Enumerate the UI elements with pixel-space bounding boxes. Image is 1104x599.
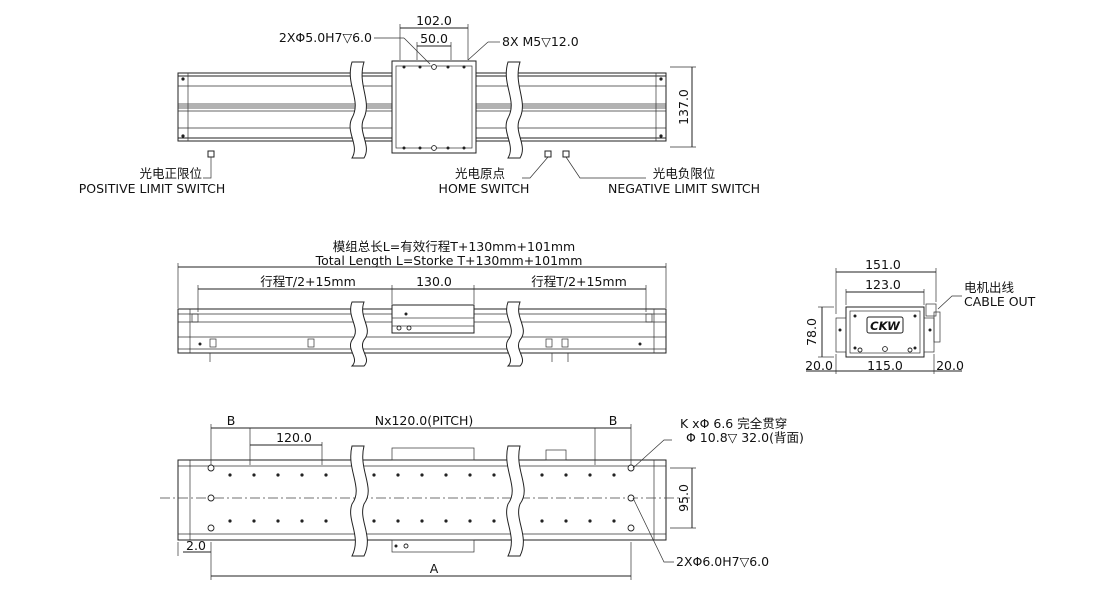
dim-a: A bbox=[430, 561, 439, 576]
mount-hole bbox=[228, 473, 232, 477]
dim-151: 151.0 bbox=[865, 257, 901, 272]
mount-hole bbox=[420, 473, 424, 477]
mount-holes-row-top bbox=[228, 473, 616, 477]
cable-out-en: CABLE OUT bbox=[964, 294, 1036, 309]
ckw-logo: CKW bbox=[870, 319, 901, 333]
mount-hole bbox=[276, 519, 280, 523]
dim-b-left: B bbox=[227, 413, 236, 428]
mount-hole bbox=[396, 473, 400, 477]
mount-hole bbox=[540, 473, 544, 477]
dim-b-right: B bbox=[609, 413, 618, 428]
dim-2: 2.0 bbox=[186, 538, 206, 553]
carriage-dim: 130.0 bbox=[416, 274, 452, 289]
mount-hole bbox=[396, 519, 400, 523]
stroke-left: 行程T/2+15mm bbox=[260, 274, 356, 289]
mount-hole bbox=[420, 519, 424, 523]
mount-hole bbox=[252, 473, 256, 477]
mount-hole bbox=[324, 473, 328, 477]
mount-hole bbox=[588, 519, 592, 523]
dim-50: 50.0 bbox=[420, 31, 448, 46]
callout-dowel-top: 2XΦ5.0H7▽6.0 bbox=[279, 30, 372, 45]
mount-hole bbox=[540, 519, 544, 523]
mount-hole bbox=[468, 473, 472, 477]
mount-hole bbox=[300, 519, 304, 523]
mount-hole bbox=[228, 519, 232, 523]
stroke-right: 行程T/2+15mm bbox=[531, 274, 627, 289]
mount-hole bbox=[492, 519, 496, 523]
mount-hole bbox=[612, 519, 616, 523]
mount-hole bbox=[276, 473, 280, 477]
top-view-carriage bbox=[391, 60, 477, 154]
home-en: HOME SWITCH bbox=[439, 181, 530, 196]
hole-callout-1: K xΦ 6.6 完全贯穿 bbox=[680, 416, 787, 431]
dim-78: 78.0 bbox=[804, 318, 819, 346]
home-cn: 光电原点 bbox=[455, 166, 505, 181]
bottom-view-body bbox=[177, 459, 667, 541]
mount-hole bbox=[564, 473, 568, 477]
mount-hole bbox=[300, 473, 304, 477]
mount-hole bbox=[588, 473, 592, 477]
end-view: CKW 151.0 123.0 78.0 20.0 115.0 20.0 电机出… bbox=[804, 257, 1036, 374]
dim-115: 115.0 bbox=[867, 358, 903, 373]
neg-limit-en: NEGATIVE LIMIT SWITCH bbox=[608, 181, 760, 196]
mount-hole bbox=[372, 473, 376, 477]
mount-hole bbox=[324, 519, 328, 523]
mount-hole bbox=[492, 473, 496, 477]
mount-hole bbox=[612, 473, 616, 477]
pos-limit-en: POSITIVE LIMIT SWITCH bbox=[79, 181, 225, 196]
dim-95: 95.0 bbox=[676, 484, 691, 512]
dim-123: 123.0 bbox=[865, 277, 901, 292]
bottom-view: B Nx120.0(PITCH) B 120.0 K xΦ 6.6 完全贯穿 Φ… bbox=[160, 413, 804, 580]
top-view: 102.0 50.0 2XΦ5.0H7▽6.0 8X M5▽12.0 137.0… bbox=[79, 13, 760, 196]
mount-holes-row-bottom bbox=[228, 519, 616, 523]
side-view: 模组总长L=有效行程T+130mm+101mm Total Length L=S… bbox=[177, 239, 667, 367]
hole-callout-2: Φ 10.8▽ 32.0(背面) bbox=[686, 430, 804, 445]
mount-hole bbox=[444, 473, 448, 477]
dim-102: 102.0 bbox=[416, 13, 452, 28]
mount-hole bbox=[564, 519, 568, 523]
dim-20-right: 20.0 bbox=[936, 358, 964, 373]
mount-hole bbox=[468, 519, 472, 523]
total-length-en: Total Length L=Storke T+130mm+101mm bbox=[315, 253, 583, 268]
dim-137: 137.0 bbox=[676, 89, 691, 125]
dim-pitch: Nx120.0(PITCH) bbox=[375, 413, 474, 428]
pos-limit-cn: 光电正限位 bbox=[139, 166, 202, 181]
callout-dowel-bottom: 2XΦ6.0H7▽6.0 bbox=[676, 554, 769, 569]
cable-out-cn: 电机出线 bbox=[964, 280, 1015, 295]
side-view-carriage bbox=[391, 304, 475, 334]
mount-hole bbox=[444, 519, 448, 523]
callout-thread: 8X M5▽12.0 bbox=[502, 34, 579, 49]
dim-120: 120.0 bbox=[276, 430, 312, 445]
dim-20-left: 20.0 bbox=[805, 358, 833, 373]
mount-hole bbox=[372, 519, 376, 523]
mount-hole bbox=[252, 519, 256, 523]
total-length-cn: 模组总长L=有效行程T+130mm+101mm bbox=[333, 239, 575, 254]
neg-limit-cn: 光电负限位 bbox=[653, 166, 716, 181]
